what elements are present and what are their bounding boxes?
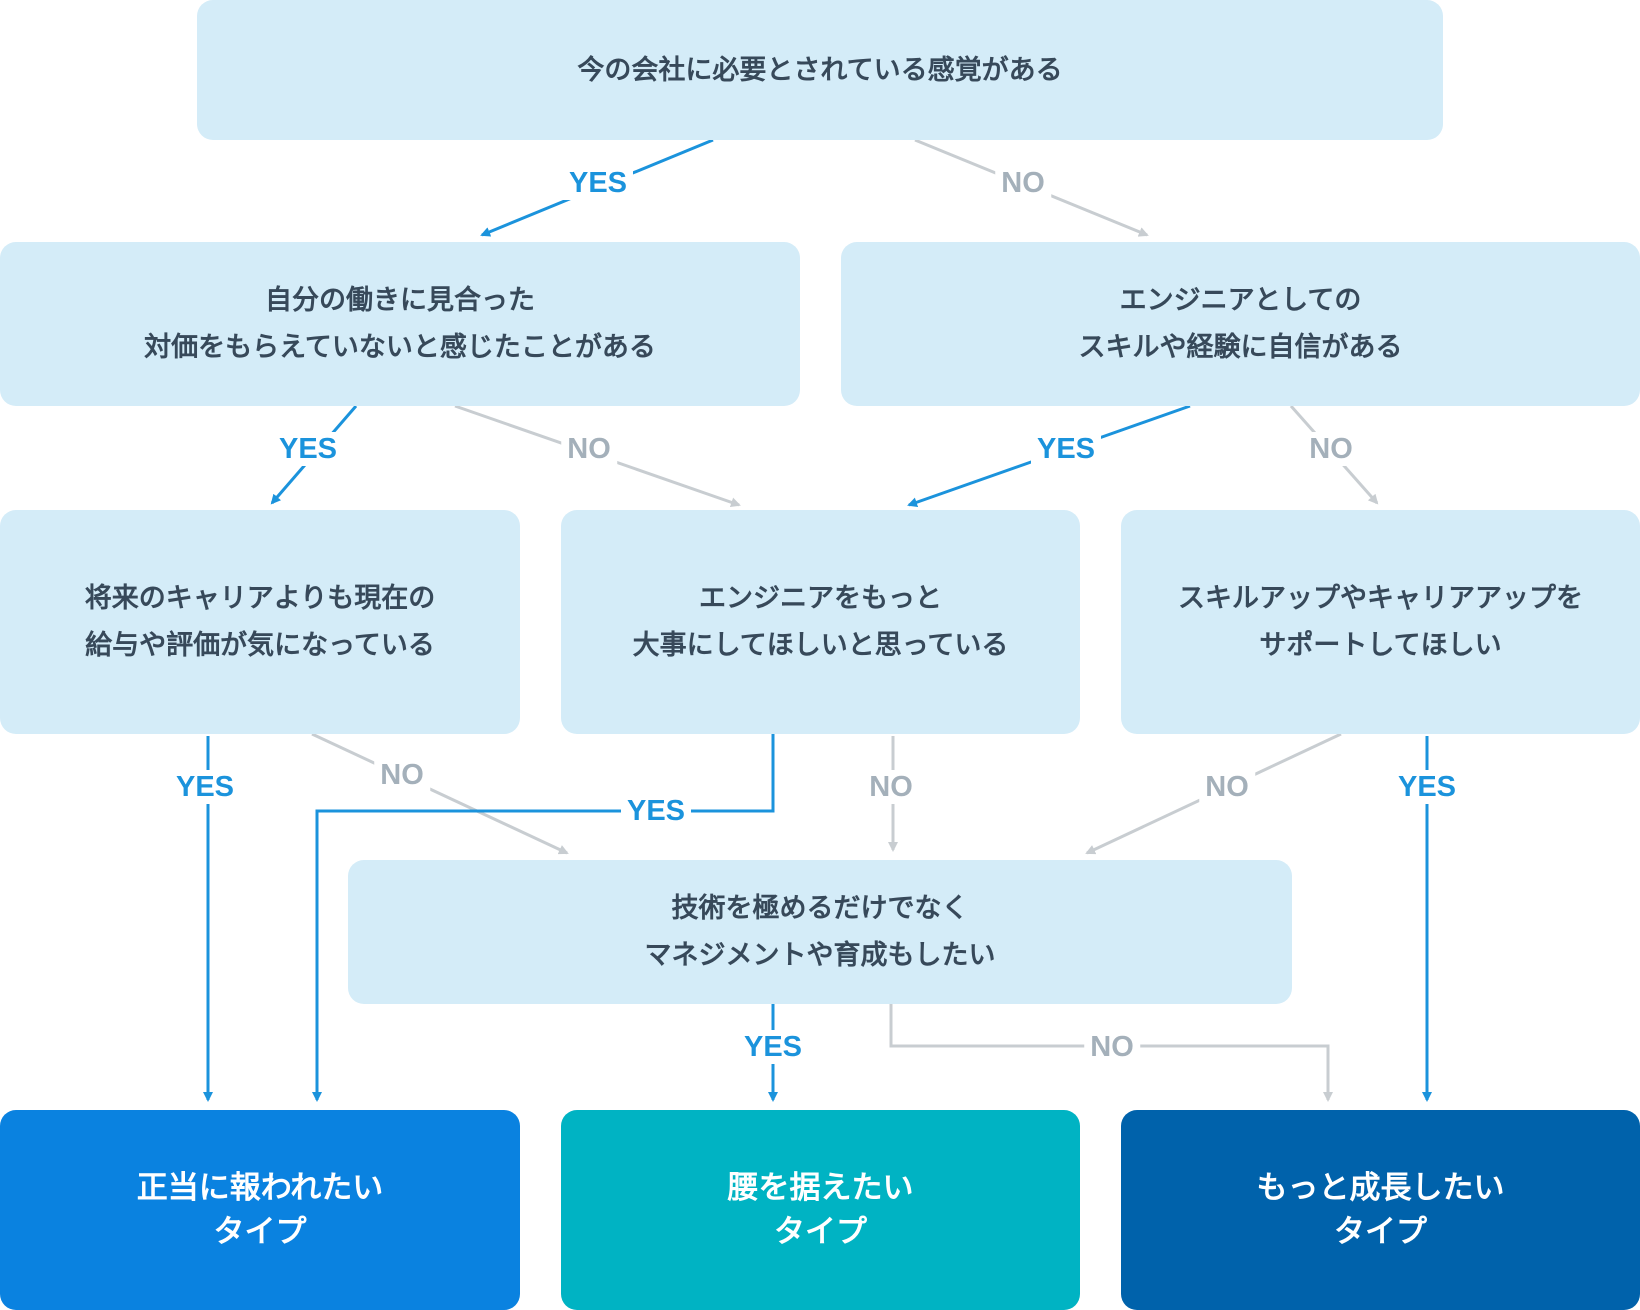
result-settle-down-type: 腰を据えたい タイプ: [561, 1110, 1080, 1310]
question-text: 給与や評価が気になっている: [85, 630, 435, 661]
yes-label: YES: [169, 770, 241, 804]
no-label: NO: [1303, 432, 1359, 466]
question-management: 技術を極めるだけでなく マネジメントや育成もしたい: [348, 860, 1292, 1004]
yes-label: YES: [562, 166, 634, 200]
question-text: エンジニアをもっと: [699, 583, 942, 614]
question-text: 今の会社に必要とされている感覚がある: [577, 54, 1063, 86]
result-text: もっと成長したい: [1256, 1170, 1505, 1206]
yes-label: YES: [737, 1030, 809, 1064]
question-text: 大事にしてほしいと思っている: [632, 630, 1009, 661]
question-text: 対価をもらえていないと感じたことがある: [144, 332, 656, 363]
result-text: 腰を据えたい: [727, 1170, 914, 1206]
no-label: NO: [374, 758, 430, 792]
question-text: 自分の働きに見合った: [265, 285, 535, 316]
no-label: NO: [863, 770, 919, 804]
no-label: NO: [1199, 770, 1255, 804]
question-skill-confidence: エンジニアとしての スキルや経験に自信がある: [841, 242, 1640, 406]
result-text: タイプ: [774, 1214, 867, 1250]
question-text: スキルアップやキャリアアップを: [1178, 583, 1583, 614]
question-company-needed: 今の会社に必要とされている感覚がある: [197, 0, 1443, 140]
arrow-q5-yes: [312, 734, 775, 1102]
question-text: エンジニアとしての: [1119, 285, 1362, 316]
question-career-support: スキルアップやキャリアアップを サポートしてほしい: [1121, 510, 1640, 734]
yes-label: YES: [1391, 770, 1463, 804]
result-text: タイプ: [1334, 1214, 1427, 1250]
arrow-q4-no: [311, 732, 569, 855]
question-text: サポートしてほしい: [1259, 630, 1502, 661]
question-text: 技術を極めるだけでなく: [671, 893, 969, 924]
result-text: 正当に報われたい: [136, 1170, 384, 1206]
question-underpaid: 自分の働きに見合った 対価をもらえていないと感じたことがある: [0, 242, 800, 406]
no-label: NO: [1084, 1030, 1140, 1064]
question-text: 将来のキャリアよりも現在の: [84, 583, 436, 614]
no-label: NO: [561, 432, 617, 466]
question-text: スキルや経験に自信がある: [1078, 332, 1403, 363]
question-current-salary: 将来のキャリアよりも現在の 給与や評価が気になっている: [0, 510, 520, 734]
question-text: マネジメントや育成もしたい: [644, 940, 996, 971]
yes-label: YES: [620, 794, 692, 828]
yes-label: YES: [1030, 432, 1102, 466]
no-label: NO: [995, 166, 1051, 200]
result-text: タイプ: [213, 1214, 307, 1250]
result-fair-reward-type: 正当に報われたい タイプ: [0, 1110, 520, 1310]
result-growth-type: もっと成長したい タイプ: [1121, 1110, 1640, 1310]
yes-label: YES: [272, 432, 344, 466]
question-value-engineers: エンジニアをもっと 大事にしてほしいと思っている: [561, 510, 1080, 734]
